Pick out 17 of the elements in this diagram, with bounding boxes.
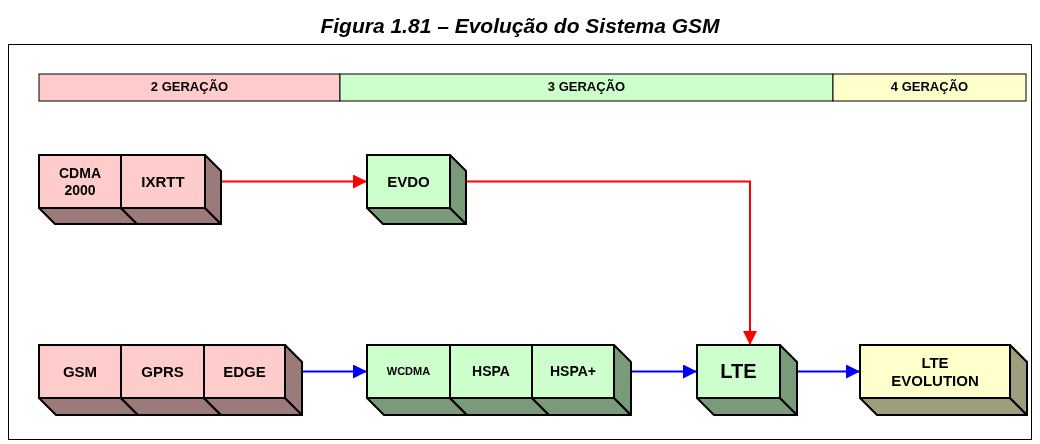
technology-label: CDMA 2000 — [58, 165, 102, 198]
arrow — [220, 174, 368, 189]
technology-label: EVDO — [387, 172, 430, 191]
generation-label: 4 GERAÇÃO — [890, 80, 969, 95]
technology-label: GPRS — [141, 362, 184, 381]
technology-label: IXRTT — [141, 172, 185, 191]
technology-label: LTE — [720, 360, 757, 383]
technology-label: HSPA+ — [549, 363, 596, 380]
figure-title: Figura 1.81 – Evolução do Sistema GSM — [319, 14, 721, 38]
technology-label: LTE EVOLUTION — [890, 354, 980, 389]
technology-label: HSPA — [472, 363, 510, 380]
arrow — [465, 180, 757, 346]
generation-label: 2 GERAÇÃO — [150, 80, 229, 95]
technology-label: EDGE — [223, 362, 266, 381]
technology-label: GSM — [62, 362, 98, 381]
technology-label: WCDMA — [386, 365, 431, 378]
generation-label: 3 GERAÇÃO — [547, 80, 626, 95]
